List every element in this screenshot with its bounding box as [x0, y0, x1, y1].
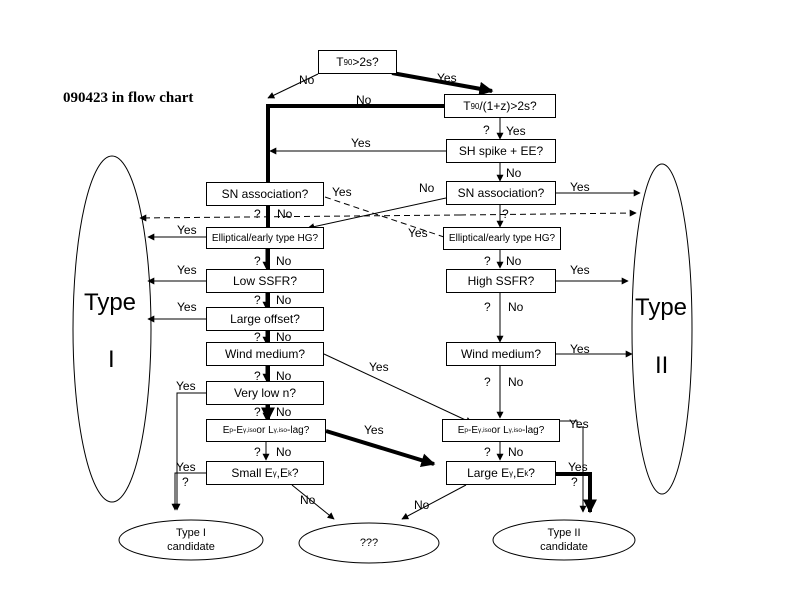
label-yes: Yes — [570, 180, 590, 194]
label-yes: Yes — [506, 124, 526, 138]
label-no: No — [419, 181, 435, 195]
hg-left-box: Elliptical/early type HG? — [206, 227, 324, 249]
label-yes: Yes — [177, 300, 197, 314]
label-yes: Yes — [570, 263, 590, 277]
label-no: No — [508, 300, 524, 314]
label-q: ? — [571, 475, 578, 489]
smalle-no-arrow — [291, 484, 335, 520]
large-offset-box: Large offset? — [206, 307, 324, 331]
label-yes: Yes — [176, 379, 196, 393]
bold-epl-yes-arrow — [325, 429, 436, 468]
snr-no-arrow — [307, 197, 447, 231]
hg-right-box: Elliptical/early type HG? — [443, 227, 561, 250]
label-no: No — [508, 375, 524, 389]
label-yes: Yes — [332, 185, 352, 199]
very-low-n-box: Very low n? — [206, 381, 324, 405]
label-yes: Yes — [568, 460, 588, 474]
label-yes: Yes — [176, 460, 196, 474]
wind-medium-left-box: Wind medium? — [206, 342, 324, 366]
chart-title: 090423 in flow chart — [63, 90, 194, 106]
type1-candidate-ellipse — [118, 519, 264, 561]
label-yes: Yes — [570, 342, 590, 356]
epr-yes-arrow — [560, 420, 587, 513]
label-no: No — [506, 166, 522, 180]
label-no: No — [276, 445, 292, 459]
label-q: ? — [182, 475, 189, 489]
wind-medium-right-box: Wind medium? — [446, 342, 556, 366]
sn-association-left-box: SN association? — [206, 182, 324, 206]
label-q: ? — [254, 293, 261, 307]
type2-big-label: Type — [635, 294, 688, 321]
type2-ellipse — [631, 163, 693, 495]
type1-big-label: Type — [84, 289, 137, 316]
label-yes: Yes — [351, 136, 371, 150]
type1-big-numeral: I — [108, 346, 115, 373]
label-q: ? — [502, 207, 509, 221]
label-q: ? — [254, 405, 261, 419]
low-ssfr-box: Low SSFR? — [206, 269, 324, 293]
label-no: No — [277, 207, 293, 221]
label-q: ? — [483, 123, 490, 137]
dashed-question-arrow-left — [139, 214, 461, 222]
smalle-yes-arrow — [171, 472, 206, 511]
sn-association-right-box: SN association? — [446, 181, 556, 205]
windl-yes-arrow — [323, 353, 473, 424]
unknown-ellipse — [298, 522, 440, 564]
label-q: ? — [484, 445, 491, 459]
type1-ellipse — [72, 155, 152, 503]
label-no: No — [299, 73, 315, 87]
label-q: ? — [254, 207, 261, 221]
label-yes: Yes — [364, 423, 384, 437]
verylown-yes-arrow — [173, 392, 206, 511]
label-no: No — [276, 405, 292, 419]
label-no: No — [506, 254, 522, 268]
label-no: No — [356, 93, 372, 107]
type2-candidate-ellipse — [492, 519, 636, 561]
sh-spike-box: SH spike + EE? — [446, 139, 556, 163]
label-q: ? — [254, 254, 261, 268]
bold-t90z-no-path — [261, 104, 444, 422]
label-no: No — [300, 493, 316, 507]
label-q: ? — [254, 445, 261, 459]
high-ssfr-box: High SSFR? — [446, 269, 556, 293]
label-yes: Yes — [177, 263, 197, 277]
dashed-question-arrow-right — [459, 209, 637, 217]
label-q: ? — [484, 254, 491, 268]
label-yes: Yes — [569, 417, 589, 431]
label-yes: Yes — [369, 360, 389, 374]
label-q: ? — [484, 375, 491, 389]
label-no: No — [276, 369, 292, 383]
label-no: No — [276, 330, 292, 344]
t90-no-arrow — [267, 73, 319, 99]
label-no: No — [276, 293, 292, 307]
largee-no-arrow — [401, 484, 467, 520]
label-q: ? — [254, 369, 261, 383]
unknown-text: ??? — [359, 537, 379, 549]
label-no: No — [276, 254, 292, 268]
label-q: ? — [254, 330, 261, 344]
label-yes: Yes — [437, 71, 457, 85]
label-yes: Yes — [408, 226, 428, 240]
label-yes: Yes — [177, 223, 197, 237]
label-q: ? — [484, 300, 491, 314]
type2-big-numeral: II — [655, 352, 669, 379]
dashed-snl-yes-line — [324, 196, 445, 238]
label-no: No — [414, 498, 430, 512]
label-no: No — [508, 445, 524, 459]
bold-t90-yes-arrow — [391, 71, 494, 96]
